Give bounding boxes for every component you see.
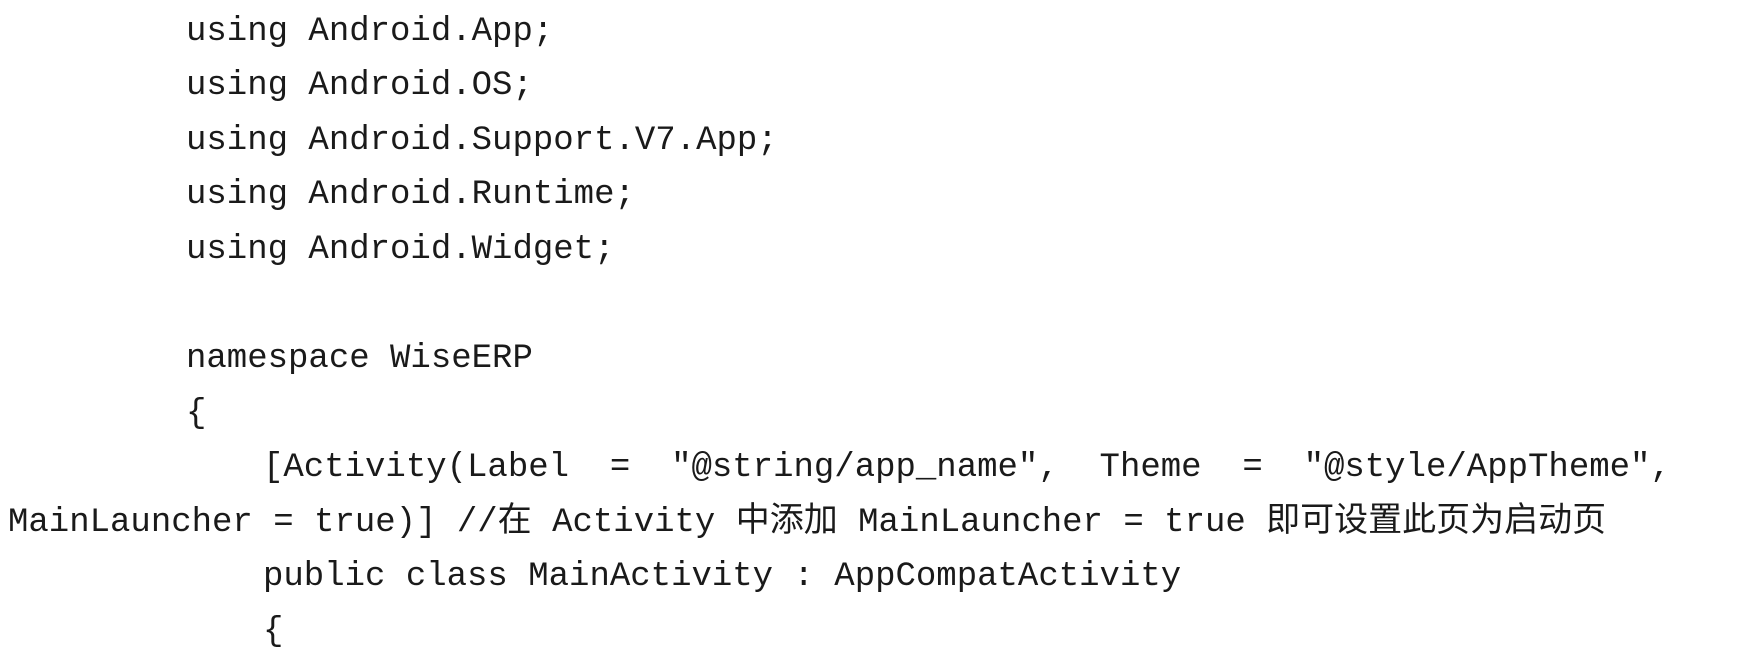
code-line-mainlauncher-comment: MainLauncher = true)] //在 Activity 中添加 M… [8,504,1607,542]
code-line-using-runtime: using Android.Runtime; [186,176,635,214]
code-line-activity-attribute: [Activity(Label = "@string/app_name", Th… [263,449,1671,487]
code-line-namespace: namespace WiseERP [186,340,533,378]
code-line-using-app: using Android.App; [186,13,554,51]
code-line-using-os: using Android.OS; [186,67,533,105]
code-line-using-support: using Android.Support.V7.App; [186,122,778,160]
code-line-class-open-brace: { [263,613,284,651]
code-line-namespace-open-brace: { [186,395,207,433]
code-line-class-declaration: public class MainActivity : AppCompatAct… [263,558,1182,596]
code-line-using-widget: using Android.Widget; [186,231,615,269]
